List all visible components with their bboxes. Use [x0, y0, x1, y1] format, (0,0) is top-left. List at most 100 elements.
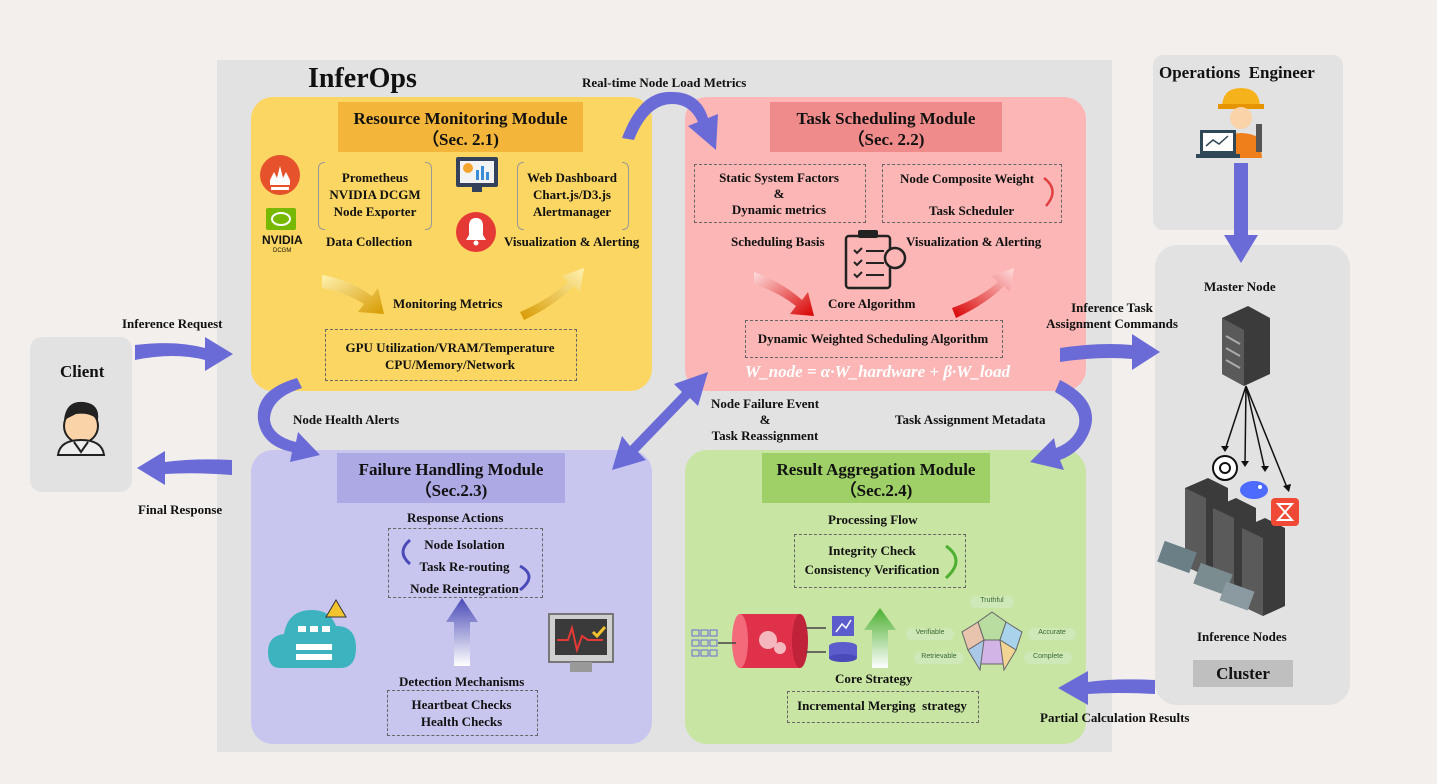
cluster-label-box	[1193, 660, 1293, 687]
monitoring-arrow-left	[322, 275, 384, 314]
processing-flow-label: Processing Flow	[828, 512, 918, 527]
action-cycle-right-arrow	[519, 564, 531, 592]
scheduling-arrow-left	[754, 272, 814, 316]
viz-item-dashboard: Web Dashboard	[527, 170, 617, 185]
client-label: Client	[60, 362, 105, 381]
consistency-verification: Consistency Verification	[804, 562, 940, 577]
actions-list: Node Isolation Task Re-routing Node Rein…	[388, 534, 541, 600]
resource-sec-text: （Sec. 2.1)	[422, 130, 499, 149]
node-failure-amp: &	[759, 412, 771, 427]
composite-weight-label: Node Composite Weight	[900, 171, 1035, 186]
scheduling-arrow-right	[952, 268, 1014, 318]
verifiable-pill	[906, 628, 954, 640]
openai-icon	[1212, 455, 1238, 481]
quality-retrievable: Retrievable	[921, 653, 957, 660]
hourglass-icon	[1271, 498, 1299, 526]
inferops-title: InferOps	[308, 63, 417, 94]
quality-pentagon-icon	[961, 611, 1023, 672]
node-health-alerts-label: Node Health Alerts	[293, 412, 400, 427]
integrity-check: Integrity Check	[828, 543, 916, 558]
node-health-alerts-arrow	[257, 378, 320, 462]
quality-accurate: Accurate	[1038, 629, 1066, 636]
result-sec-text: （Sec.2.4)	[839, 481, 913, 500]
action-cycle-left-arrow	[401, 538, 412, 566]
inference-task-line2: Assignment Commands	[1046, 316, 1178, 331]
action-node-isolation: Node Isolation	[424, 537, 505, 552]
inference-nodes-label: Inference Nodes	[1197, 629, 1287, 644]
integrity-box	[794, 534, 966, 588]
action-task-rerouting: Task Re-routing	[419, 559, 510, 574]
quality-truthful: Truthful	[980, 597, 1004, 604]
metrics-text: GPU Utilization/VRAM/Temperature CPU/Mem…	[325, 339, 575, 373]
result-title-box	[762, 453, 990, 503]
resource-title-box	[338, 102, 583, 152]
algorithm-name: Dynamic Weighted Scheduling Algorithm	[757, 331, 989, 346]
node-failure-label: Node Failure Event & Task Reassignment	[700, 396, 830, 444]
schedule-title-text: Task Scheduling Module	[796, 109, 976, 128]
detection-label: Detection Mechanisms	[399, 674, 525, 689]
static-amp: &	[773, 186, 785, 201]
truthful-pill	[970, 596, 1014, 608]
retrievable-pill	[914, 652, 964, 664]
actions-box	[388, 528, 543, 598]
node-failure-line1: Node Failure Event	[710, 396, 820, 411]
metrics-line2: CPU/Memory/Network	[385, 357, 515, 372]
dashboard-icon	[456, 157, 498, 192]
viz-items: Web Dashboard Chart.js/D3.js Alertmanage…	[520, 169, 624, 220]
pipeline-connector	[718, 627, 826, 653]
strategy-name: Incremental Merging strategy	[797, 698, 967, 713]
resource-title-text: Resource Monitoring Module	[353, 109, 568, 128]
resource-title: Resource Monitoring Module （Sec. 2.1)	[338, 108, 583, 150]
clipboard-gear-icon	[844, 230, 907, 290]
schedule-viz-label: Visualization & Alerting	[906, 234, 1042, 249]
checks-box	[387, 690, 538, 736]
task-assignment-metadata-label: Task Assignment Metadata	[895, 412, 1046, 427]
failure-title-box	[337, 453, 565, 503]
collect-item-exporter: Node Exporter	[333, 204, 417, 219]
realtime-metrics-label: Real-time Node Load Metrics	[582, 75, 747, 90]
formula: W_node = α·W_hardware + β·W_load	[745, 362, 1011, 381]
data-collection-label: Data Collection	[326, 234, 413, 249]
cluster-label: Cluster	[1216, 664, 1270, 683]
detection-arrow	[446, 598, 478, 666]
engineer-icon	[1196, 88, 1264, 158]
monitoring-arrow-right	[520, 268, 584, 320]
client-person-icon	[56, 401, 106, 456]
failure-title: Failure Handling Module （Sec.2.3)	[337, 459, 565, 501]
checks-list: Heartbeat Checks Health Checks	[387, 696, 536, 730]
accurate-pill	[1028, 628, 1076, 640]
failure-title-text: Failure Handling Module	[358, 460, 544, 479]
chart-icon	[832, 616, 854, 636]
static-line2: Dynamic metrics	[731, 202, 827, 217]
realtime-metrics-arrow	[622, 91, 718, 150]
inference-task-label: Inference Task Assignment Commands	[1038, 300, 1186, 332]
result-title-text: Result Aggregation Module	[776, 460, 976, 479]
partial-results-arrow	[1058, 671, 1155, 705]
cloud-network-icon	[268, 599, 356, 668]
processing-cylinder-icon	[732, 614, 808, 668]
core-strategy-label: Core Strategy	[835, 671, 913, 686]
complete-pill	[1024, 652, 1072, 664]
final-response-arrow	[137, 451, 232, 485]
inference-task-arrow	[1060, 334, 1160, 370]
inference-request-arrow	[135, 337, 233, 371]
static-line1: Static System Factors	[719, 170, 839, 185]
nvidia-icon	[266, 208, 296, 230]
prometheus-icon	[260, 155, 300, 195]
task-scheduler-label: Task Scheduler	[929, 203, 1015, 218]
action-node-reintegration: Node Reintegration	[410, 581, 519, 596]
deepseek-icon	[1240, 481, 1268, 499]
core-strategy-arrow	[864, 608, 896, 668]
input-grid-icon	[691, 629, 718, 657]
viz-item-alertmanager: Alertmanager	[533, 204, 611, 219]
bell-icon	[456, 212, 496, 252]
master-server-icon	[1222, 306, 1270, 386]
static-factors-box	[694, 164, 866, 223]
schedule-title: Task Scheduling Module （Sec. 2.2)	[770, 108, 1002, 150]
monitor-heartbeat-icon	[548, 613, 614, 672]
metrics-box	[325, 329, 577, 381]
quality-verifiable: Verifiable	[915, 629, 945, 636]
viz-item-chartjs: Chart.js/D3.js	[533, 187, 611, 202]
master-node-label: Master Node	[1204, 279, 1276, 294]
